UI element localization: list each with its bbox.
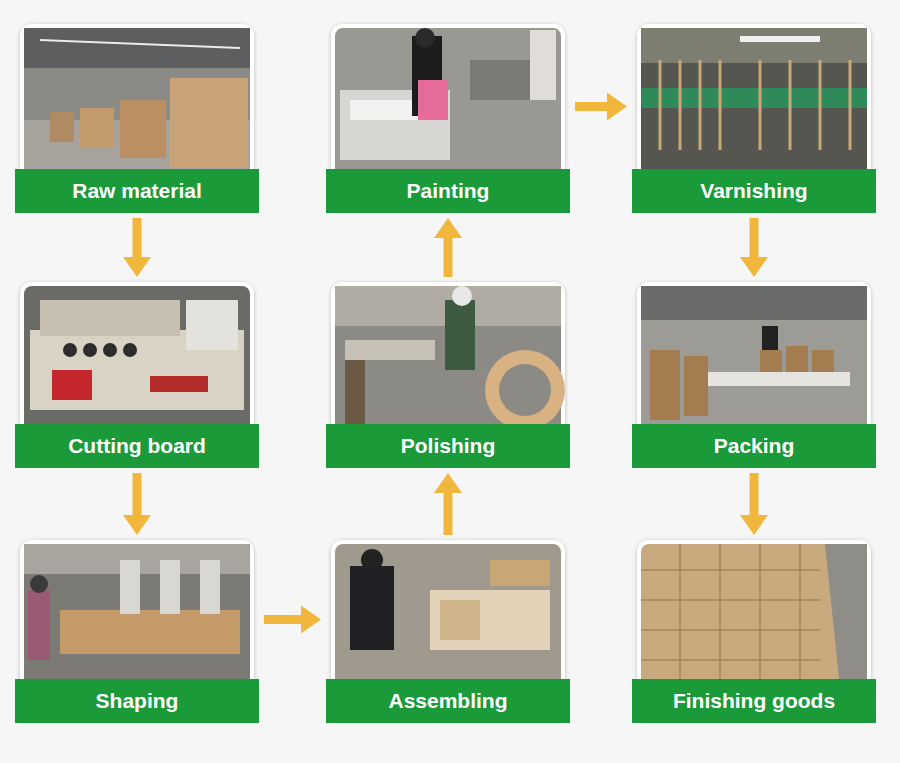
flow-arrow [434, 218, 462, 277]
step-label: Raw material [72, 179, 202, 203]
arrow-head [434, 218, 462, 238]
step-label-bar: Cutting board [15, 424, 259, 468]
arrow-shaft [444, 236, 453, 277]
step-label-bar: Finishing goods [632, 679, 876, 723]
step-card: Painting [326, 24, 570, 213]
arrow-shaft [750, 473, 759, 517]
arrow-head [123, 515, 151, 535]
step-label: Finishing goods [673, 689, 835, 713]
step-label-bar: Shaping [15, 679, 259, 723]
step-label-bar: Varnishing [632, 169, 876, 213]
step-card: Polishing [326, 282, 570, 468]
step-label: Packing [714, 434, 795, 458]
step-card: Shaping [15, 540, 259, 723]
flow-arrow [740, 218, 768, 277]
flow-arrow [434, 473, 462, 535]
step-label: Shaping [96, 689, 179, 713]
step-card: Raw material [15, 24, 259, 213]
arrow-head [740, 515, 768, 535]
cutting-machine-photo [22, 284, 252, 434]
step-label: Painting [407, 179, 490, 203]
assembling-photo [333, 542, 563, 690]
step-card: Packing [632, 282, 876, 468]
arrow-shaft [750, 218, 759, 259]
step-card: Cutting board [15, 282, 259, 468]
shaping-photo [22, 542, 252, 690]
step-label-bar: Painting [326, 169, 570, 213]
flow-arrow [264, 606, 321, 634]
step-card: Assembling [326, 540, 570, 723]
step-card: Finishing goods [632, 540, 876, 723]
step-card: Varnishing [632, 24, 876, 213]
packing-photo [639, 284, 869, 434]
step-label-bar: Polishing [326, 424, 570, 468]
step-label-bar: Assembling [326, 679, 570, 723]
warehouse-photo [22, 26, 252, 178]
arrow-shaft [264, 615, 303, 624]
flow-arrow [740, 473, 768, 535]
finished-goods-photo [639, 542, 869, 690]
arrow-shaft [444, 491, 453, 535]
arrow-head [301, 606, 321, 634]
step-label: Cutting board [68, 434, 206, 458]
step-label-bar: Packing [632, 424, 876, 468]
polishing-photo [333, 284, 565, 434]
painting-photo [333, 26, 563, 178]
flow-arrow [123, 473, 151, 535]
varnishing-photo [639, 26, 869, 178]
flow-arrow [123, 218, 151, 277]
step-label-bar: Raw material [15, 169, 259, 213]
arrow-head [740, 257, 768, 277]
arrow-shaft [133, 473, 142, 517]
arrow-shaft [133, 218, 142, 259]
step-label: Varnishing [700, 179, 807, 203]
arrow-head [434, 473, 462, 493]
arrow-head [123, 257, 151, 277]
step-label: Assembling [388, 689, 507, 713]
step-label: Polishing [401, 434, 496, 458]
flow-arrow [575, 93, 627, 121]
arrow-shaft [575, 102, 609, 111]
arrow-head [607, 93, 627, 121]
